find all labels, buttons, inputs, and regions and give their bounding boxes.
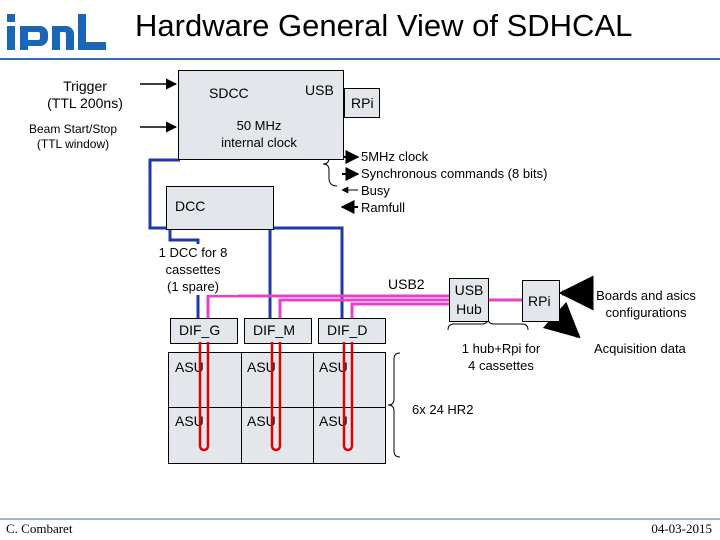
hub-note-line1: 1 hub+Rpi for: [461, 341, 541, 356]
beam-line2: (TTL window): [36, 137, 110, 151]
config-note: Boards and asics configurations: [584, 287, 708, 321]
asu-cell: ASU: [247, 413, 276, 429]
red-loop-m: [270, 342, 282, 452]
asu-cell: ASU: [319, 413, 348, 429]
hub-rpi-label: RPi: [528, 293, 551, 309]
hub-rpi-box[interactable]: RPi: [522, 280, 560, 322]
usb-hub-line2: Hub: [456, 301, 482, 317]
dcc-note: 1 DCC for 8 cassettes (1 spare): [148, 244, 238, 295]
hub-note-line2: 4 cassettes: [468, 358, 534, 373]
usb2-line-m: [278, 298, 450, 322]
page-title: Hardware General View of SDHCAL: [135, 8, 633, 43]
header-rule: [0, 58, 720, 60]
config-note-line2: configurations: [605, 305, 687, 320]
signal-sync: Synchronous commands (8 bits): [361, 166, 548, 181]
signal-5mhz: 5MHz clock: [361, 149, 429, 164]
sdcc-clock-line1: 50 MHz: [236, 118, 282, 133]
acquisition-arrow: [542, 301, 581, 339]
usb2-line-g: [206, 294, 450, 322]
trigger-label: Trigger (TTL 200ns): [30, 78, 140, 112]
usb-hub-line1: USB: [454, 282, 484, 298]
asu-brace: [387, 352, 401, 458]
dcc-box[interactable]: DCC: [166, 186, 274, 230]
dcc-difd-line: [270, 226, 344, 322]
sdcc-rpi-label: RPi: [351, 95, 374, 111]
sdcc-box[interactable]: SDCC 50 MHz internal clock: [178, 70, 344, 160]
trigger-line1: Trigger: [63, 78, 107, 94]
dif-g-label: DIF_G: [179, 322, 221, 338]
sdcc-clock-label: 50 MHz internal clock: [189, 117, 329, 151]
footer-date: 04-03-2015: [651, 521, 712, 536]
trigger-line2: (TTL 200ns): [47, 95, 123, 111]
sdcc-usb-label: USB: [305, 82, 334, 98]
usb2-label: USB2: [388, 276, 425, 292]
asu-note: 6x 24 HR2: [412, 402, 474, 417]
ipnl-logo: ipnl: [7, 14, 106, 50]
dcc-label: DCC: [175, 198, 206, 214]
signal-ramfull: Ramfull: [361, 200, 406, 215]
dif-d-box[interactable]: DIF_D: [318, 318, 386, 344]
dcc-note-line2: cassettes: [165, 262, 221, 277]
asu-cell: ASU: [247, 359, 276, 375]
acquisition-note: Acquisition data: [594, 341, 686, 356]
signal-busy: Busy: [361, 183, 390, 198]
dif-m-box[interactable]: DIF_M: [244, 318, 312, 344]
dif-m-label: DIF_M: [253, 322, 295, 338]
sdcc-label: SDCC: [209, 85, 249, 101]
sdcc-rpi-box[interactable]: RPi: [344, 88, 380, 118]
red-loop-g: [198, 342, 210, 452]
sdcc-dcc-line: [148, 158, 272, 322]
asu-grid: ASU ASU ASU ASU ASU ASU: [168, 352, 386, 464]
dcc-note-line1: 1 DCC for 8: [158, 245, 228, 260]
signal-list: 5MHz clock Synchronous commands (8 bits)…: [361, 148, 547, 216]
footer-author: C. Combaret: [6, 521, 73, 536]
dcc-note-line3: (1 spare): [166, 279, 220, 294]
asu-cell: ASU: [175, 359, 204, 375]
hub-note: 1 hub+Rpi for 4 cassettes: [446, 340, 556, 374]
beam-line1: Beam Start/Stop: [28, 122, 118, 136]
config-note-line1: Boards and asics: [596, 288, 696, 303]
usb-hub-label: USB Hub: [450, 281, 488, 319]
asu-cell: ASU: [175, 413, 204, 429]
asu-cell: ASU: [319, 359, 348, 375]
beam-label: Beam Start/Stop (TTL window): [18, 122, 128, 152]
sdcc-clock-line2: internal clock: [221, 135, 297, 150]
usb2-line-d: [350, 302, 450, 322]
dif-g-box[interactable]: DIF_G: [170, 318, 238, 344]
red-loop-d: [342, 342, 354, 452]
dif-d-label: DIF_D: [327, 322, 368, 338]
usb-hub-box[interactable]: USB Hub: [449, 278, 489, 322]
